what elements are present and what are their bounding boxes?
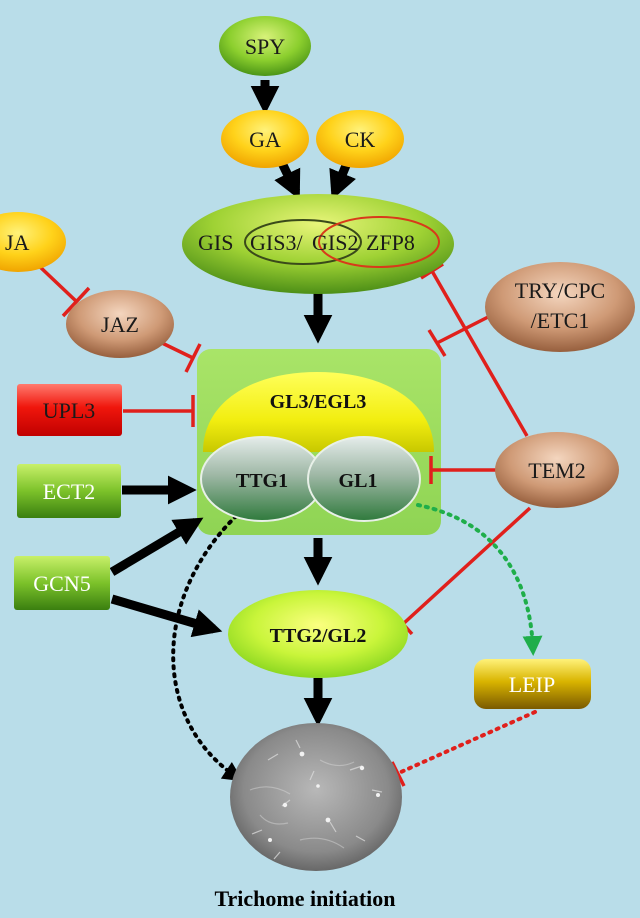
ck-label: CK <box>345 127 376 152</box>
inhibit-ja-to-jaz <box>36 263 79 304</box>
gcn5-node <box>14 556 110 610</box>
try-cpc-label: TRY/CPC <box>515 278 605 303</box>
ect2-node <box>17 464 121 518</box>
inhibit-jaz-to-complex-bar <box>184 343 202 373</box>
ttg2-gl2-node <box>228 590 408 678</box>
dotted-gl1-to-leip <box>416 503 543 656</box>
dotted-leip-to-trichome <box>399 710 537 774</box>
arrow-gcn5-to-ttg2 <box>110 594 223 638</box>
gis2-zfp8-outline <box>318 216 440 268</box>
inhibit-jaz-to-complex <box>159 340 194 360</box>
inhibit-tem2-to-ttg2 <box>401 506 532 626</box>
upl3-node <box>17 384 122 436</box>
ja-label: JA <box>5 230 30 255</box>
gis3-gis2-outline <box>244 219 362 265</box>
tem2-node <box>495 432 619 508</box>
tem2-label: TEM2 <box>528 458 585 483</box>
jaz-node <box>66 290 174 358</box>
inhibit-tem2-to-zfp8 <box>430 270 529 437</box>
arrow-ck-to-gis <box>329 161 357 200</box>
gcn5-label: GCN5 <box>33 571 90 596</box>
spy-node <box>219 16 311 76</box>
activation-arrows <box>109 80 357 727</box>
arrow-ga-to-gis <box>274 161 301 200</box>
gis-family-node <box>182 194 454 294</box>
ect2-label: ECT2 <box>43 479 96 504</box>
trichome-initiation-caption: Trichome initiation <box>214 886 395 911</box>
ttg1-label: TTG1 <box>236 470 288 492</box>
zfp8-label: ZFP8 <box>366 230 415 255</box>
gis2-label: GIS2 <box>312 230 358 255</box>
jaz-label: JAZ <box>101 312 139 337</box>
upl3-label: UPL3 <box>43 398 96 423</box>
inhibition-lines <box>36 262 532 636</box>
gl1-label: GL1 <box>339 470 378 492</box>
gl3-egl3-node <box>203 372 434 452</box>
leip-label: LEIP <box>509 672 555 697</box>
ga-node <box>221 110 309 168</box>
inhibit-ja-to-jaz-bar <box>61 286 91 318</box>
spy-label: SPY <box>245 34 285 59</box>
leip-node <box>474 659 591 709</box>
gis-label: GIS <box>198 230 233 255</box>
inhibit-try-to-complex-bar <box>427 329 447 357</box>
dotted-ttg1-to-trichome <box>171 503 250 782</box>
gl1-node <box>307 436 421 522</box>
try-cpc-etc1-node <box>485 262 635 352</box>
etc1-label: /ETC1 <box>531 308 590 333</box>
ja-node <box>0 212 66 272</box>
ga-label: GA <box>249 127 281 152</box>
ttg2-gl2-label: TTG2/GL2 <box>270 625 367 647</box>
gis3-label: GIS3/ <box>250 230 303 255</box>
ck-node <box>316 110 404 168</box>
gl3-egl3-label: GL3/EGL3 <box>270 391 367 413</box>
trichome-micrograph-image <box>230 723 402 871</box>
arrow-gcn5-to-ttg1 <box>109 517 204 576</box>
